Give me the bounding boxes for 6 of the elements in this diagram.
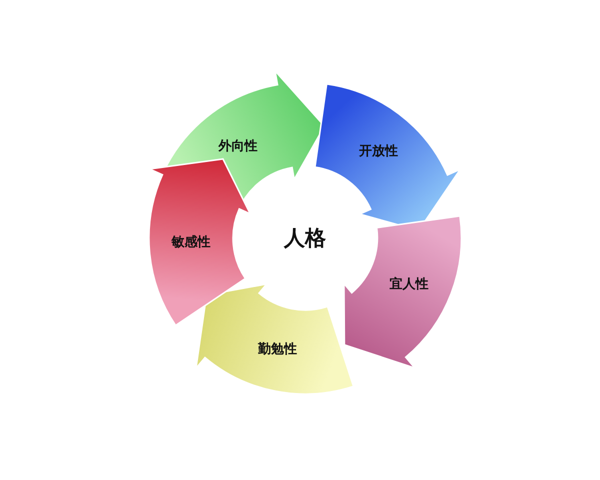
segment-label: 外向性	[218, 138, 258, 155]
segment-label: 敏感性	[172, 234, 211, 251]
segment-label: 宜人性	[390, 276, 429, 294]
center-label: 人格	[284, 224, 326, 252]
segment-label: 勤勉性	[258, 340, 297, 358]
segment-label: 开放性	[358, 142, 398, 160]
